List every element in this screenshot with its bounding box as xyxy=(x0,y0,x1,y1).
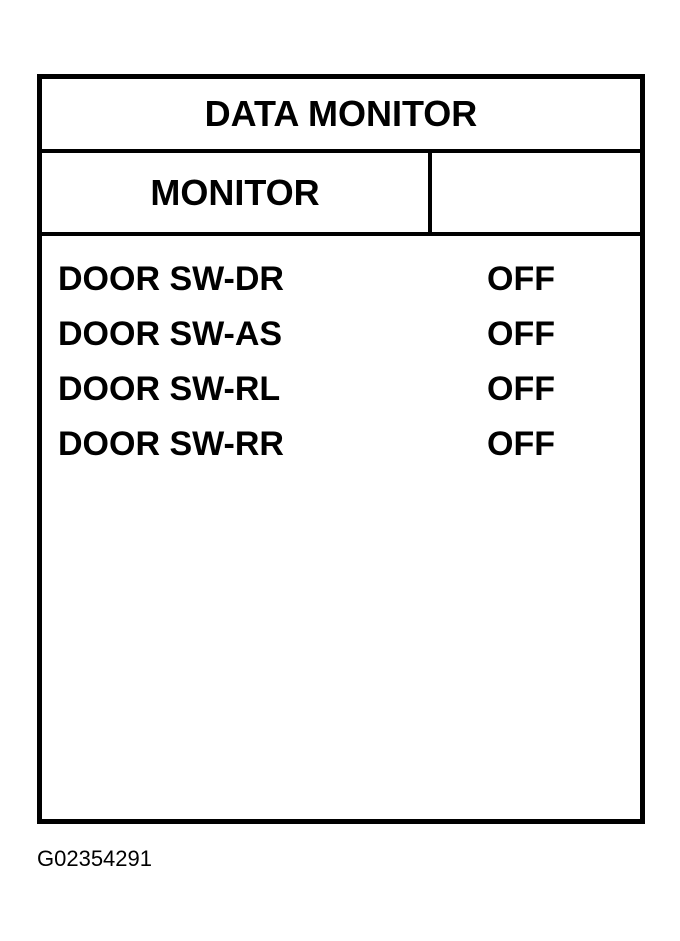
monitor-item-row: DOOR SW-RR OFF xyxy=(42,425,640,480)
monitor-item-row: DOOR SW-RL OFF xyxy=(42,370,640,425)
monitor-item-row: DOOR SW-DR OFF xyxy=(42,260,640,315)
monitor-item-list: DOOR SW-DR OFF DOOR SW-AS OFF DOOR SW-RL… xyxy=(42,236,640,480)
item-label: DOOR SW-DR xyxy=(58,260,284,298)
item-value: OFF xyxy=(487,315,555,353)
item-value: OFF xyxy=(487,260,555,298)
value-column-header xyxy=(432,153,640,232)
item-label: DOOR SW-RL xyxy=(58,370,281,408)
column-header-row: MONITOR xyxy=(42,153,640,236)
data-monitor-screen: DATA MONITOR MONITOR DOOR SW-DR OFF DOOR… xyxy=(37,74,645,824)
item-value: OFF xyxy=(487,425,555,463)
figure-id: G02354291 xyxy=(37,846,152,871)
monitor-item-row: DOOR SW-AS OFF xyxy=(42,315,640,370)
item-value: OFF xyxy=(487,370,555,408)
screen-title: DATA MONITOR xyxy=(42,79,640,153)
item-label: DOOR SW-AS xyxy=(58,315,283,353)
monitor-column-header: MONITOR xyxy=(42,153,432,232)
item-label: DOOR SW-RR xyxy=(58,425,284,463)
